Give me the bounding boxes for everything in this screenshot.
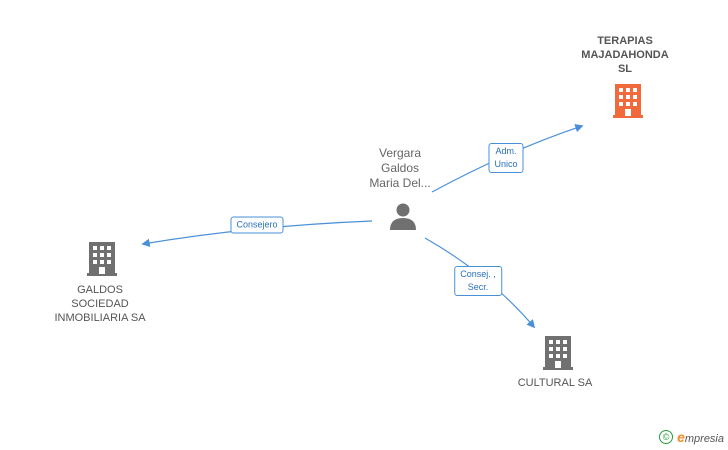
edge-label-consej-secr[interactable]: Consej. , Secr. [454,266,502,296]
company-name-terapias[interactable]: TERAPIAS MAJADAHONDA SL [581,35,669,75]
edge-label-adm-unico[interactable]: Adm. Unico [488,143,524,173]
person-icon[interactable] [388,201,418,236]
company-name-cultural[interactable]: CULTURAL SA [517,377,593,389]
company-name-galdos[interactable]: GALDOS SOCIEDAD INMOBILIARIA SA [54,284,146,324]
building-icon-galdos[interactable] [86,242,118,281]
building-icon-terapias[interactable] [612,84,644,123]
building-icon-cultural[interactable] [542,336,574,375]
edge-label-consejero[interactable]: Consejero [230,216,284,234]
brand-logo: empresia [677,429,724,445]
person-name[interactable]: Vergara Galdos Maria Del... [369,146,431,190]
footer-brand: © empresia [659,429,724,445]
copyright-icon: © [659,430,674,444]
